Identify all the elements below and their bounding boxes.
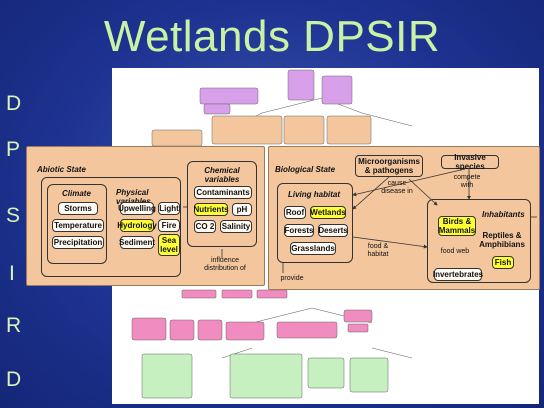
habitat-forests: Forests: [284, 224, 314, 237]
chemical-co2: CO 2: [194, 220, 216, 233]
physical-upwelling: Upwelling: [118, 202, 156, 215]
physical-sediment: Sediment: [119, 236, 156, 249]
side-letter-pressures: P: [6, 138, 21, 161]
abiotic-state-panel: Abiotic State Climate Storms Temperature…: [26, 146, 265, 286]
chemical-variables-box: Chemical variables Contaminants Nutrient…: [187, 161, 257, 247]
invasive-species-box: Invasive species: [441, 153, 499, 171]
climate-header: Climate: [62, 189, 91, 198]
influence-distribution-label: influence distribution of: [204, 257, 246, 272]
abiotic-group: Climate Storms Temperature Precipitation…: [41, 177, 181, 277]
living-habitat-box: Living habitat Roof Wetlands Forests Des…: [277, 183, 353, 263]
inhabitants-box: Inhabitants Birds & Mammals Reptiles & A…: [427, 199, 531, 283]
food-web-label: food web: [440, 248, 470, 255]
food-habitat-label: food & habitat: [367, 243, 389, 258]
living-habitat-header: Living habitat: [288, 190, 340, 199]
chemical-variables-header: Chemical variables: [204, 166, 240, 184]
inhabitant-invertebrates: Invertebrates: [432, 268, 484, 281]
physical-variables-header: Physical variables: [116, 188, 151, 206]
slide-title: Wetlands DPSIR: [103, 12, 441, 61]
side-letter-drivers: D: [6, 92, 22, 115]
physical-fire: Fire: [158, 219, 180, 232]
biological-state-panel: Biological State Microorganisms & pathog…: [268, 146, 540, 290]
background-diagram-graphic: [131, 69, 413, 399]
cause-disease-label: cause disease in: [381, 180, 413, 195]
inhabitants-header: Inhabitants: [482, 210, 525, 219]
physical-hydrology: Hydrology: [117, 219, 157, 232]
side-letter-state: S: [6, 204, 21, 227]
compete-with-label: compete with: [453, 174, 481, 189]
physical-light: Light: [158, 202, 180, 215]
biological-state-header: Biological State: [275, 165, 336, 174]
side-letter-impacts: I: [9, 262, 15, 285]
abiotic-state-header: Abiotic State: [37, 165, 86, 174]
microorganisms-pathogens-box: Microorganisms & pathogens: [355, 155, 423, 177]
inhabitant-fish: Fish: [492, 256, 514, 269]
habitat-roof: Roof: [284, 206, 306, 219]
climate-storms: Storms: [58, 202, 98, 215]
chemical-contaminants: Contaminants: [194, 186, 252, 199]
chemical-nutrients: Nutrients: [193, 203, 229, 216]
chemical-ph: pH: [232, 203, 252, 216]
inhabitant-reptiles-amphibians: Reptiles & Amphibians: [476, 230, 528, 250]
habitat-grasslands: Grasslands: [290, 242, 336, 255]
habitat-deserts: Deserts: [318, 224, 348, 237]
provide-label: provide: [280, 275, 304, 282]
climate-precipitation: Precipitation: [52, 236, 104, 249]
physical-sea-level: Sea level: [158, 234, 180, 256]
habitat-wetlands: Wetlands: [310, 206, 346, 219]
climate-temperature: Temperature: [52, 219, 104, 232]
inhabitant-birds-mammals: Birds & Mammals: [438, 216, 476, 236]
side-letter-drivers-2: D: [6, 368, 22, 391]
climate-box: Climate Storms Temperature Precipitation: [47, 184, 107, 264]
side-letter-responses: R: [6, 314, 22, 337]
chemical-salinity: Salinity: [220, 220, 252, 233]
